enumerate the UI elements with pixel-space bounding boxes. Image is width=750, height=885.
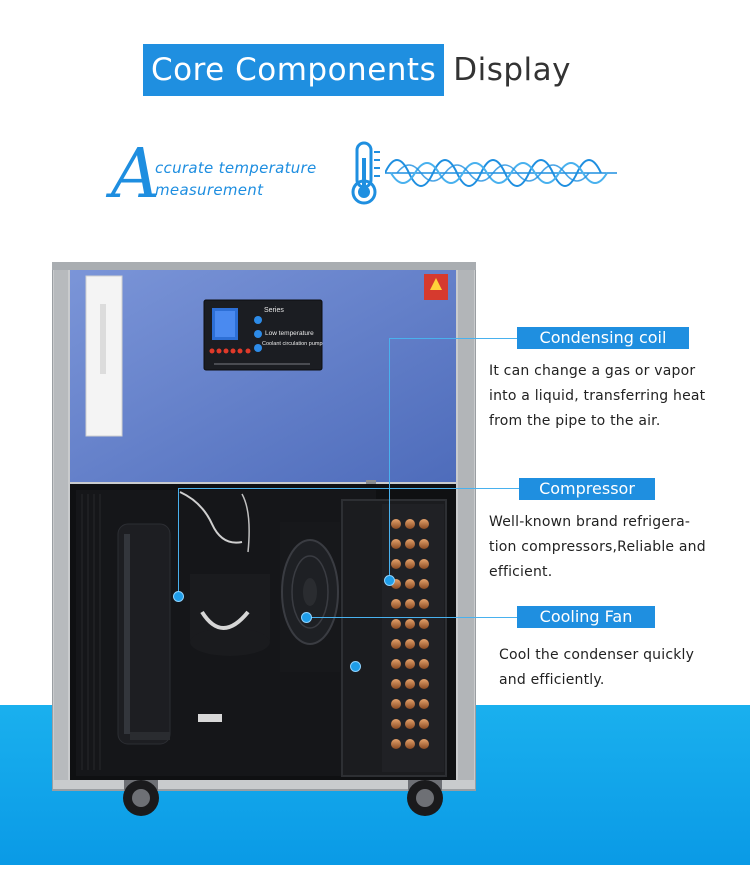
condensing-coil-label: Condensing coil [517, 327, 689, 349]
condensing-coil-desc-line-1: It can change a gas or vapor [489, 363, 696, 379]
cooling-fan-desc-line-2: and efficiently. [499, 672, 605, 688]
panel-series-text: Series [264, 307, 284, 314]
panel-line-2: Coolant circulation pump [262, 341, 323, 347]
page-title: Core Components Display [143, 43, 571, 97]
condensing-coil-desc-line-3: from the pipe to the air. [489, 413, 661, 429]
feature-accurate-measurement: A ccurate temperature measurement [111, 137, 351, 212]
condensing-coil-description: It can change a gas or vapor into a liqu… [489, 359, 705, 434]
cooling-fan-desc-line-1: Cool the condenser quickly [499, 647, 695, 663]
compressor-desc-line-1: Well-known brand refrigera- [489, 514, 691, 530]
cooling-fan-label: Cooling Fan [517, 606, 655, 628]
cooling-fan-dot [301, 612, 312, 623]
thermometer-icon [351, 141, 380, 205]
condensing-coil-connector-v [389, 338, 390, 580]
panel-line-1: Low temperature [265, 330, 314, 337]
compressor-connector-h [178, 488, 519, 489]
compressor-connector-v [178, 488, 179, 596]
cooling-fan-description: Cool the condenser quickly and efficient… [499, 643, 694, 693]
condensing-coil-desc-line-2: into a liquid, transferring heat [489, 388, 706, 404]
chiller-machine: Series Low temperature Coolant circulati… [52, 262, 476, 816]
feature-initial: A [111, 135, 161, 214]
compressor-desc-line-2: tion compressors,Reliable and [489, 539, 706, 555]
compressor-dot [173, 591, 184, 602]
condensing-coil-dot [384, 575, 395, 586]
compressor-desc-line-3: efficient. [489, 564, 553, 580]
cooling-fan-connector-h [306, 617, 517, 618]
title-highlight: Core Components [143, 44, 445, 96]
feature-line-2: measurement [155, 181, 264, 199]
compressor-label: Compressor [519, 478, 655, 500]
compressor-description: Well-known brand refrigera- tion compres… [489, 510, 706, 585]
feature-line-1: ccurate temperature [155, 159, 317, 177]
coil-frame-dot [350, 661, 361, 672]
condensing-coil-connector-h [389, 338, 517, 339]
wave-signal-icon [385, 159, 617, 187]
title-rest: Display [453, 52, 572, 88]
